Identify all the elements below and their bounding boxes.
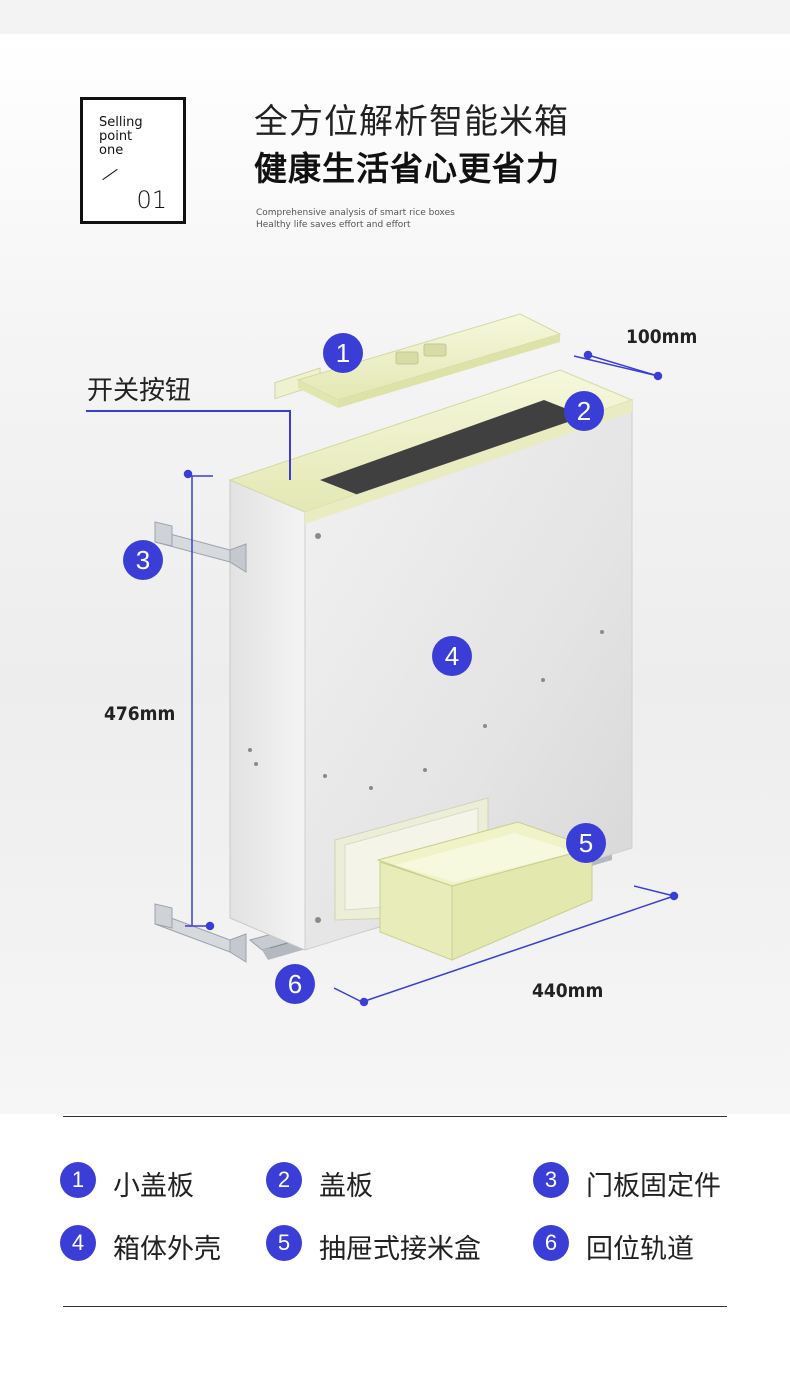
selling-point-badge: Selling point one 01 (80, 97, 186, 224)
small-lid (296, 313, 562, 408)
dimension-lines (183, 350, 679, 1007)
rice-drawer (376, 821, 594, 961)
badge-number: 01 (136, 186, 167, 214)
legend-label: 小盖板 (113, 1171, 194, 1202)
legend-number: 5 (266, 1225, 302, 1261)
legend-number: 1 (60, 1162, 96, 1198)
legend-top-rule (63, 1116, 727, 1117)
legend-label: 箱体外壳 (113, 1234, 221, 1265)
screw-dots (248, 533, 604, 923)
legend-label: 回位轨道 (586, 1234, 694, 1265)
dimension-height: 476mm (104, 703, 176, 725)
badge-line-1: Selling (99, 115, 143, 130)
english-subtitle-2: Healthy life saves effort and effort (256, 220, 411, 230)
switch-leader-line (86, 410, 291, 480)
callout-6: 6 (275, 964, 315, 1004)
callout-5: 5 (566, 823, 606, 863)
dimension-depth: 100mm (626, 326, 698, 348)
legend-label: 抽屉式接米盒 (319, 1234, 481, 1265)
legend-number: 3 (533, 1162, 569, 1198)
top-strip (0, 0, 790, 34)
legend-label: 门板固定件 (586, 1171, 721, 1202)
badge-slash (102, 168, 118, 181)
product-illustration: 1 2 3 4 5 6 (0, 300, 790, 1060)
legend-label: 盖板 (319, 1171, 373, 1202)
legend-number: 6 (533, 1225, 569, 1261)
page-title: 全方位解析智能米箱 (254, 102, 569, 142)
legend-number: 4 (60, 1225, 96, 1261)
rice-box-drawing (86, 313, 679, 1007)
callout-4: 4 (432, 636, 472, 676)
switch-label: 开关按钮 (87, 376, 192, 406)
badge-line-2: point (99, 129, 133, 144)
callout-1: 1 (323, 333, 363, 373)
legend-number: 2 (266, 1162, 302, 1198)
legend-bottom-rule (63, 1306, 727, 1307)
callout-2: 2 (564, 391, 604, 431)
dimension-width: 440mm (532, 980, 604, 1002)
badge-line-3: one (99, 143, 124, 158)
page-subtitle: 健康生活省心更省力 (254, 149, 560, 188)
lid-frame (228, 367, 634, 524)
callout-3: 3 (123, 540, 163, 580)
english-subtitle-1: Comprehensive analysis of smart rice box… (256, 208, 455, 218)
